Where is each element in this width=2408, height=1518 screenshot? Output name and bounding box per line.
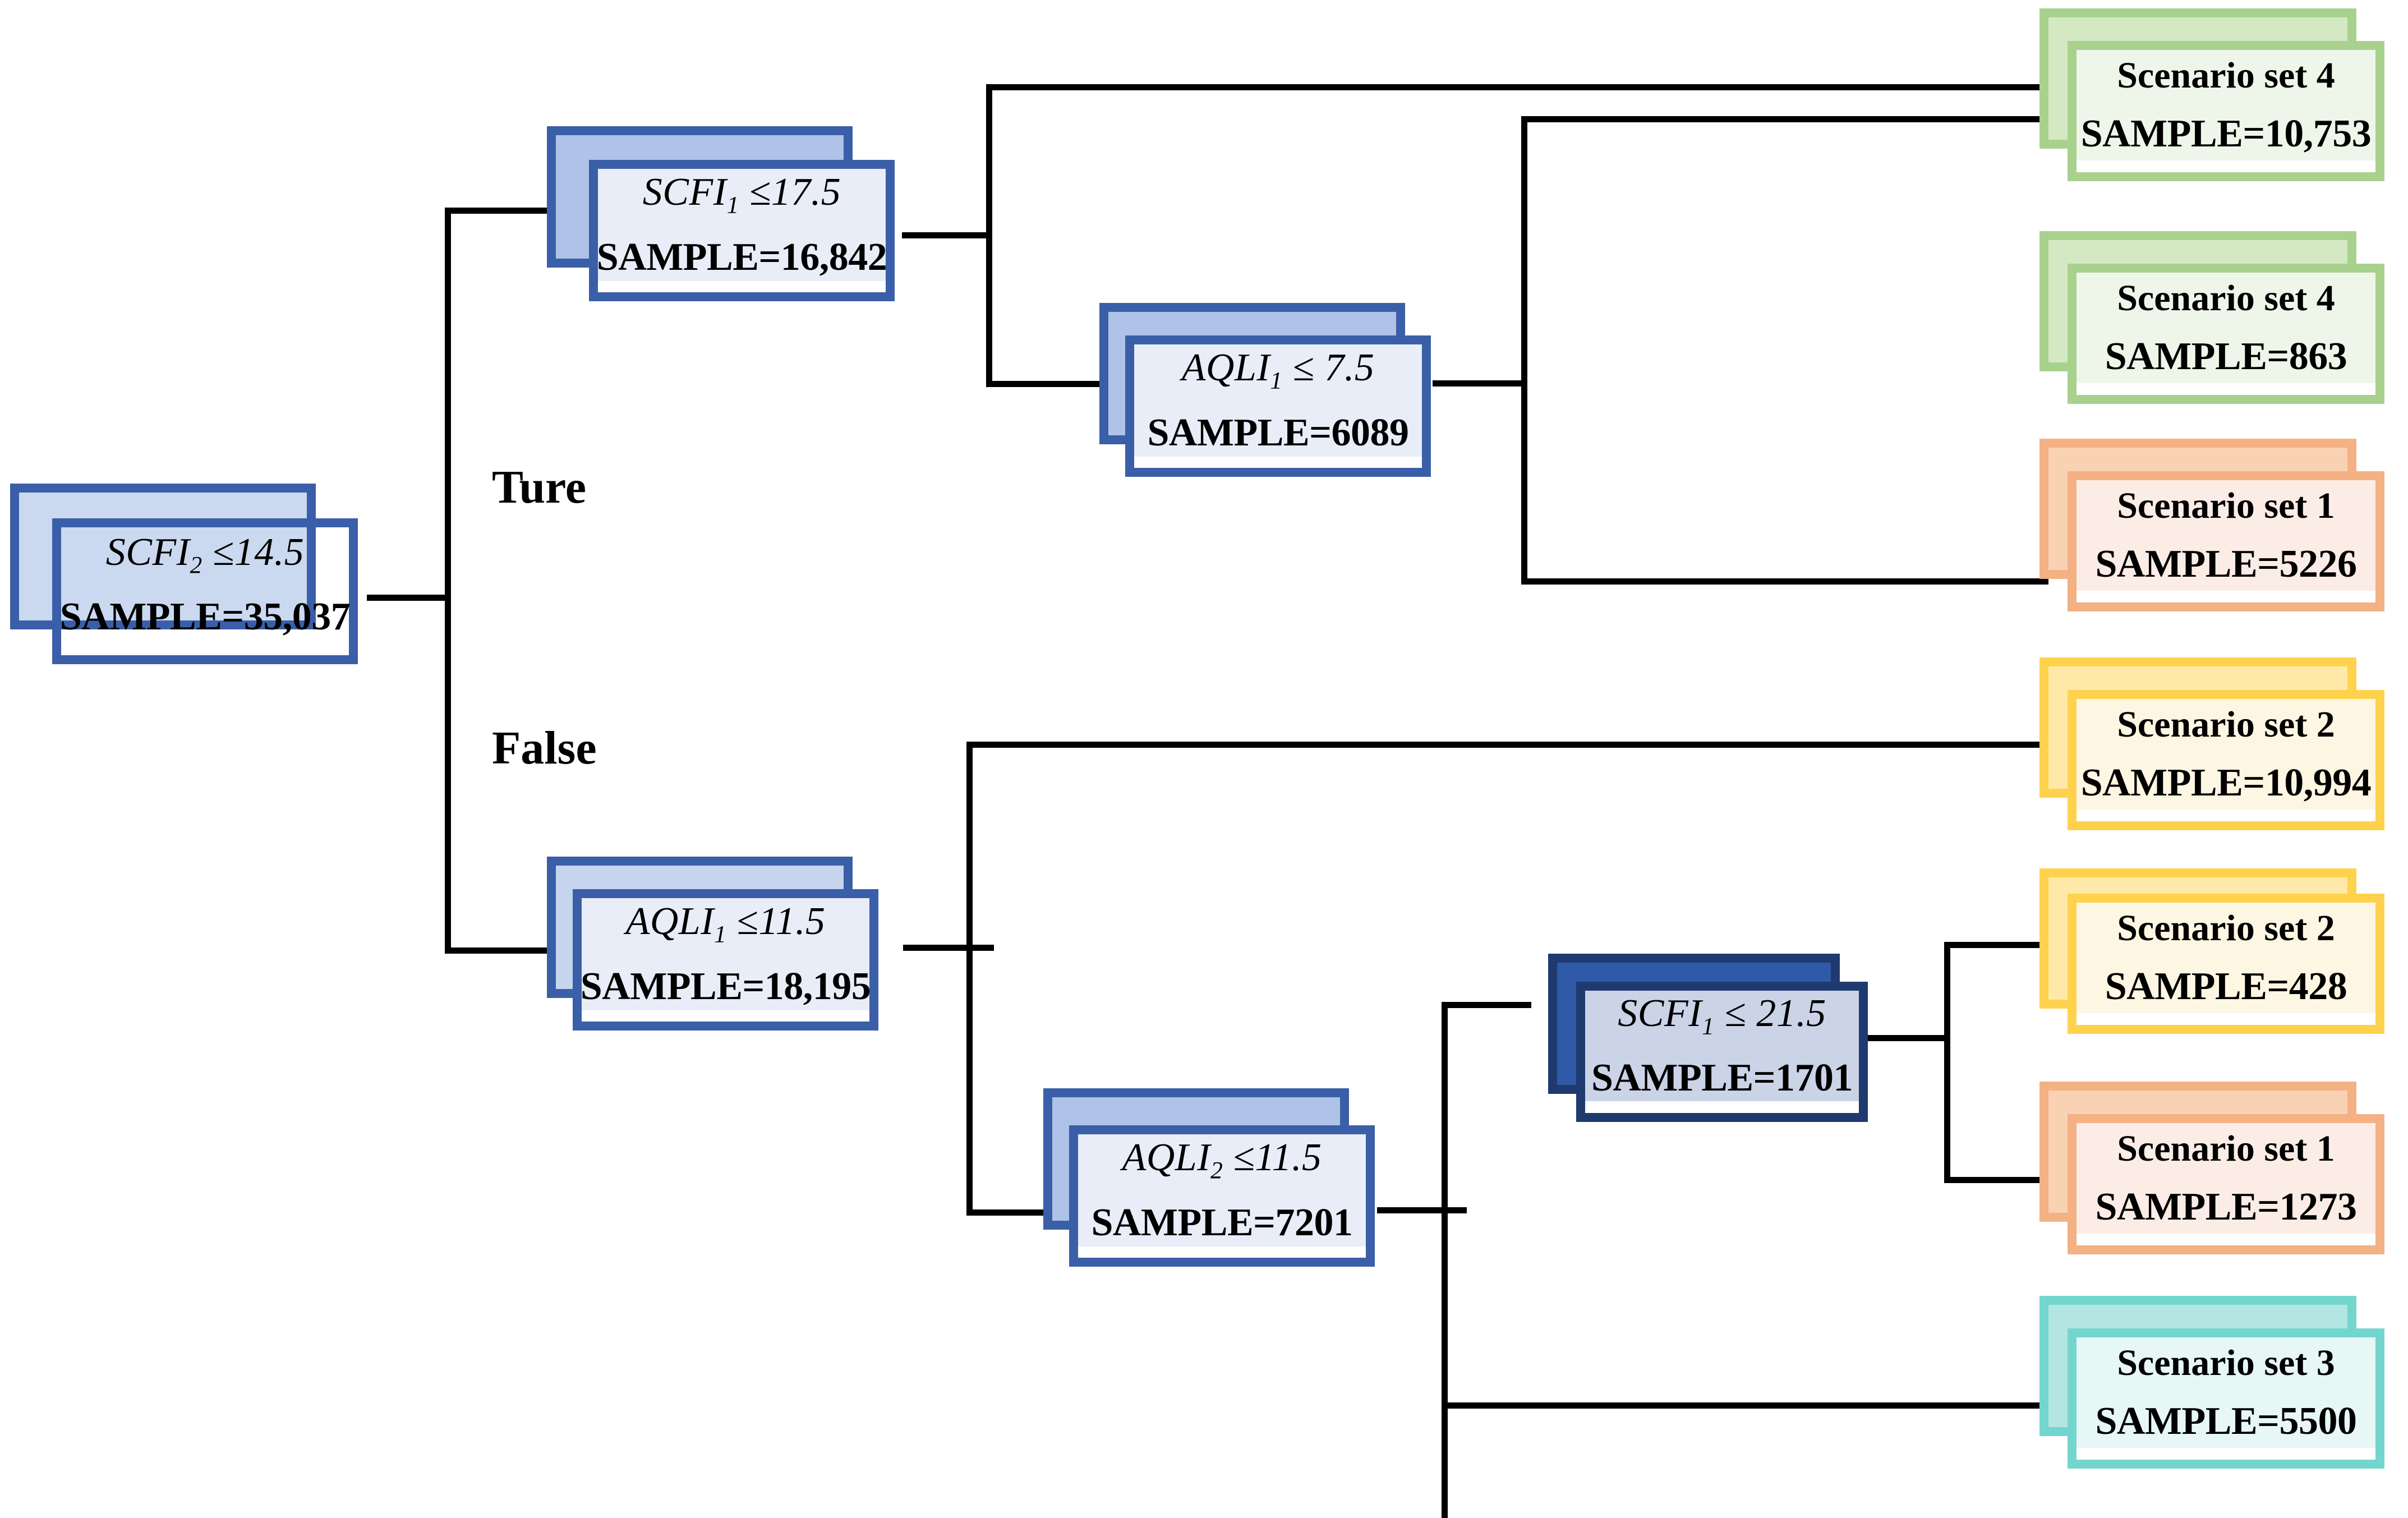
leaf-scenario-set-2-10994[interactable]: Scenario set 2 SAMPLE=10,994 — [2039, 657, 2408, 843]
leaf-s2-428-front-card — [2068, 894, 2384, 1034]
leaf-s2-10994-front-card — [2068, 690, 2384, 830]
edge-aqli175-vertical — [1521, 116, 1527, 585]
edge-scfi1215-vertical — [1944, 942, 1950, 1183]
leaf-s2-10994-content: Scenario set 2 SAMPLE=10,994 — [2077, 699, 2375, 809]
leaf-s1-5226-content: Scenario set 1 SAMPLE=5226 — [2077, 480, 2375, 591]
edge-scfi1175-vertical — [986, 84, 992, 387]
node-scfi1-175-content: SCFI1 ≤17.5 SAMPLE=16,842 — [596, 169, 887, 281]
leaf-s2-428-sample: SAMPLE=428 — [2105, 964, 2347, 1008]
node-aqli2-115-condition: AQLI2 ≤11.5 — [1122, 1136, 1322, 1184]
edge-aqli2115-vertical — [1442, 1002, 1448, 1518]
edge-root-to-scfi1-175 — [445, 208, 551, 214]
leaf-s3-5500-sample: SAMPLE=5500 — [2095, 1399, 2357, 1443]
node-scfi1-175-front-card — [589, 160, 895, 301]
edge-scfi1175-to-leaf-s4-10753 — [986, 84, 2052, 90]
node-aqli1-115-condition: AQLI1 ≤11.5 — [625, 900, 826, 948]
leaf-s1-1273-front-card — [2068, 1114, 2384, 1254]
edge-scfi1175-to-aqli1-75 — [986, 381, 1104, 387]
node-aqli1-115-content: AQLI1 ≤11.5 SAMPLE=18,195 — [580, 898, 871, 1010]
leaf-s1-5226-front-card — [2068, 471, 2384, 611]
edge-aqli1115-to-leaf-s2-10994 — [966, 742, 2055, 748]
node-scfi1-215-front-card — [1576, 982, 1868, 1122]
node-scfi1-215[interactable]: SCFI1 ≤ 21.5 SAMPLE=1701 — [1548, 954, 1885, 1139]
leaf-s3-5500-content: Scenario set 3 SAMPLE=5500 — [2077, 1337, 2375, 1448]
branch-label-true: Ture — [492, 461, 587, 513]
leaf-s2-428-label: Scenario set 2 — [2117, 907, 2335, 949]
leaf-s4-863-content: Scenario set 4 SAMPLE=863 — [2077, 273, 2375, 383]
node-aqli2-115-content: AQLI2 ≤11.5 SAMPLE=7201 — [1078, 1134, 1366, 1246]
node-aqli1-115[interactable]: AQLI1 ≤11.5 SAMPLE=18,195 — [547, 857, 906, 1042]
leaf-s1-1273-content: Scenario set 1 SAMPLE=1273 — [2077, 1123, 2375, 1234]
node-scfi1-175-sample: SAMPLE=16,842 — [596, 235, 887, 279]
leaf-s4-863-front-card — [2068, 264, 2384, 404]
node-scfi1-175[interactable]: SCFI1 ≤17.5 SAMPLE=16,842 — [547, 126, 906, 311]
leaf-s4-10753-content: Scenario set 4 SAMPLE=10,753 — [2077, 50, 2375, 160]
node-scfi1-215-content: SCFI1 ≤ 21.5 SAMPLE=1701 — [1585, 991, 1859, 1101]
edge-root-vertical — [445, 208, 451, 954]
node-scfi1-215-condition: SCFI1 ≤ 21.5 — [1618, 991, 1826, 1039]
branch-label-false: False — [492, 722, 597, 774]
leaf-s4-10753-front-card — [2068, 41, 2384, 181]
node-aqli2-115-front-card — [1069, 1125, 1375, 1267]
leaf-s2-428-content: Scenario set 2 SAMPLE=428 — [2077, 903, 2375, 1013]
leaf-scenario-set-4-863[interactable]: Scenario set 4 SAMPLE=863 — [2039, 231, 2408, 416]
leaf-scenario-set-1-5226[interactable]: Scenario set 1 SAMPLE=5226 — [2039, 439, 2408, 624]
leaf-scenario-set-2-428[interactable]: Scenario set 2 SAMPLE=428 — [2039, 868, 2408, 1054]
node-root-condition: SCFI2 ≤14.5 — [105, 530, 305, 578]
node-aqli1-75-sample: SAMPLE=6089 — [1147, 411, 1409, 454]
leaf-s1-1273-label: Scenario set 1 — [2117, 1128, 2335, 1169]
node-aqli1-115-front-card — [573, 889, 878, 1031]
edge-aqli175-stub — [1433, 380, 1525, 387]
leaf-s3-5500-front-card — [2068, 1328, 2384, 1469]
edge-aqli1115-stub — [903, 945, 994, 951]
node-root[interactable]: SCFI2 ≤14.5 SAMPLE=35,037 — [10, 484, 369, 669]
edge-aqli2115-stub — [1377, 1207, 1467, 1213]
leaf-s4-10753-label: Scenario set 4 — [2117, 54, 2335, 96]
node-root-sample: SAMPLE=35,037 — [59, 595, 351, 639]
node-aqli1-115-sample: SAMPLE=18,195 — [580, 964, 871, 1008]
node-aqli2-115-sample: SAMPLE=7201 — [1091, 1200, 1353, 1244]
leaf-scenario-set-1-1273[interactable]: Scenario set 1 SAMPLE=1273 — [2039, 1082, 2408, 1267]
edge-aqli175-to-leaf-s4-863 — [1521, 116, 2048, 122]
node-scfi1-175-condition: SCFI1 ≤17.5 — [642, 171, 841, 219]
edge-scfi1215-stub — [1849, 1035, 1950, 1041]
edge-scfi1215-to-leaf-s1-1273 — [1944, 1177, 2056, 1183]
leaf-scenario-set-4-10753[interactable]: Scenario set 4 SAMPLE=10,753 — [2039, 8, 2408, 194]
leaf-scenario-set-3-5500[interactable]: Scenario set 3 SAMPLE=5500 — [2039, 1296, 2408, 1481]
node-aqli1-75-condition: AQLI1 ≤ 7.5 — [1181, 346, 1375, 394]
edge-aqli2115-to-scfi1-215 — [1442, 1002, 1531, 1008]
edge-scfi1175-stub — [902, 232, 991, 238]
edge-aqli1115-vertical — [966, 742, 973, 1216]
node-aqli2-115[interactable]: AQLI2 ≤11.5 SAMPLE=7201 — [1043, 1088, 1402, 1279]
leaf-s2-10994-label: Scenario set 2 — [2117, 703, 2335, 745]
node-scfi1-215-sample: SAMPLE=1701 — [1591, 1056, 1853, 1100]
edge-aqli1115-to-aqli2-115 — [966, 1209, 1073, 1216]
leaf-s2-10994-sample: SAMPLE=10,994 — [2080, 761, 2372, 804]
leaf-s4-863-label: Scenario set 4 — [2117, 277, 2335, 319]
edge-aqli2115-to-leaf-s3-5500-b — [1442, 1402, 2059, 1409]
leaf-s1-5226-label: Scenario set 1 — [2117, 485, 2335, 526]
node-root-front-card — [52, 518, 358, 664]
node-aqli1-75[interactable]: AQLI1 ≤ 7.5 SAMPLE=6089 — [1099, 303, 1458, 488]
leaf-s3-5500-label: Scenario set 3 — [2117, 1342, 2335, 1383]
leaf-s4-10753-sample: SAMPLE=10,753 — [2080, 112, 2372, 155]
edge-aqli175-to-leaf-s1-5226 — [1521, 578, 2048, 585]
edge-scfi1215-to-leaf-s2-428 — [1944, 942, 2056, 948]
leaf-s4-863-sample: SAMPLE=863 — [2105, 334, 2347, 378]
node-aqli1-75-content: AQLI1 ≤ 7.5 SAMPLE=6089 — [1134, 344, 1422, 457]
edge-root-stub — [367, 595, 451, 601]
leaf-s1-5226-sample: SAMPLE=5226 — [2095, 542, 2357, 586]
leaf-s1-1273-sample: SAMPLE=1273 — [2095, 1185, 2357, 1229]
node-root-content: SCFI2 ≤14.5 SAMPLE=35,037 — [59, 527, 351, 642]
edge-root-to-aqli1-115 — [445, 947, 551, 954]
node-aqli1-75-front-card — [1125, 335, 1431, 477]
